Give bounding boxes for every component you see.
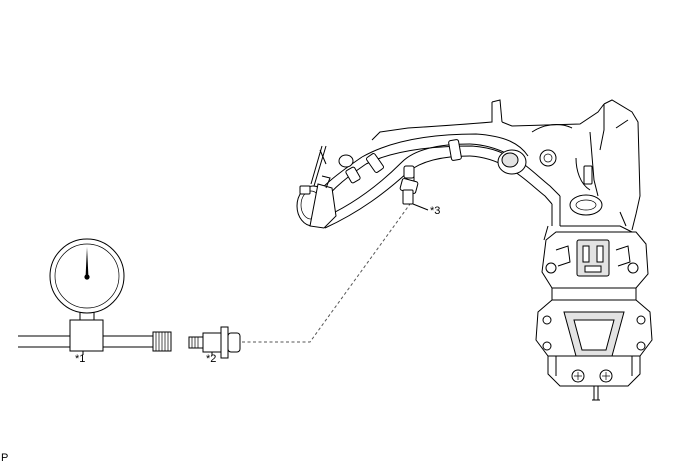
gauge-face bbox=[54, 243, 120, 309]
adapter-flange bbox=[220, 326, 229, 359]
gauge-tee bbox=[69, 319, 104, 352]
label-adapter: *2 bbox=[206, 353, 216, 365]
corner-mark: P bbox=[1, 452, 8, 463]
gauge-pivot bbox=[84, 274, 90, 280]
adapter-body bbox=[227, 332, 241, 353]
gauge-needle bbox=[85, 247, 89, 276]
pump-bracket bbox=[535, 231, 653, 401]
fuel-pipes bbox=[302, 133, 561, 229]
label-gauge: *1 bbox=[75, 353, 85, 365]
label-port: *3 bbox=[430, 205, 440, 217]
fuel-tank bbox=[371, 99, 641, 241]
connection-dashed-line bbox=[242, 203, 411, 343]
valve-assembly bbox=[296, 154, 354, 229]
service-port bbox=[402, 189, 414, 205]
adapter-thread bbox=[188, 336, 204, 349]
adapter-hex bbox=[202, 332, 222, 353]
pressure-gauge bbox=[18, 238, 172, 352]
